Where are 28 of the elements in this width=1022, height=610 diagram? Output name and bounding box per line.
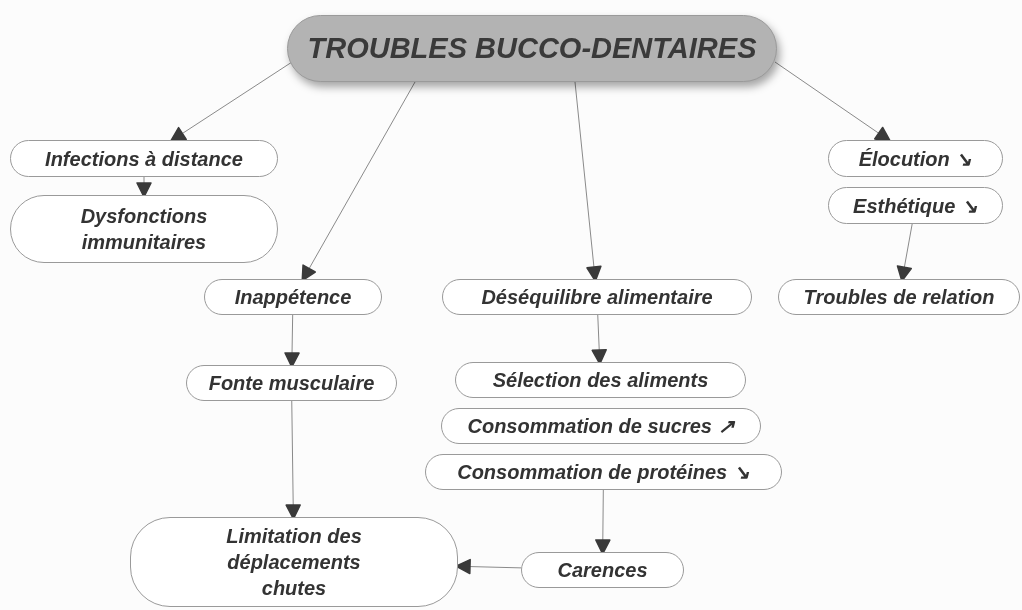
concept-pill	[425, 454, 782, 490]
node-text: Inappétence	[234, 285, 352, 310]
node-text: Consommation de sucres ↗	[467, 414, 735, 439]
node-text: Fonte musculaire	[208, 371, 375, 396]
concept-pill	[441, 408, 761, 444]
node-text: TROUBLES BUCCO-DENTAIRES	[307, 30, 757, 66]
node-text: Sélection des aliments	[492, 368, 709, 393]
node-text: Troubles de relation	[803, 285, 995, 310]
node-text: Infections à distance	[45, 146, 243, 172]
concept-pill	[442, 279, 752, 315]
concept-pill	[828, 187, 1003, 224]
arrow	[169, 61, 293, 142]
topic-pill	[287, 15, 777, 82]
concept-pill	[455, 362, 746, 398]
arrow	[774, 61, 891, 142]
concept-pill	[186, 365, 397, 401]
node-text: Carences	[557, 558, 648, 583]
node-text: Consommation de protéines ↘	[457, 460, 750, 485]
node-text: Dysfonctions immunitaires	[79, 204, 209, 255]
concept-pill	[521, 552, 684, 588]
node-text: Limitation des déplacements chutes	[225, 524, 363, 601]
node-text: Esthétique ↘	[853, 193, 978, 219]
concept-pill	[828, 140, 1003, 177]
concept-pill	[778, 279, 1020, 315]
node-text: Déséquilibre alimentaire	[481, 285, 713, 310]
concept-pill	[204, 279, 382, 315]
node-text: Élocution ↘	[858, 146, 973, 172]
concept-pill	[10, 140, 278, 177]
